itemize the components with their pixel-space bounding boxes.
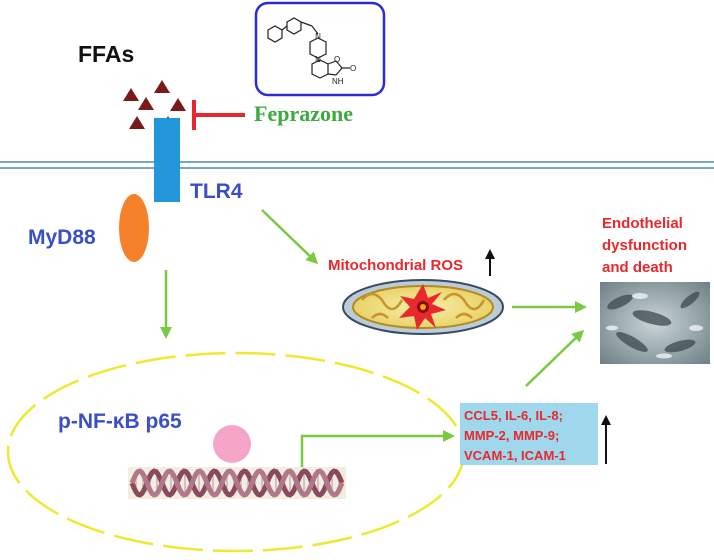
chem-o-text: O (334, 55, 340, 64)
dna-strand (129, 468, 345, 498)
chem-o2-text: O (350, 64, 356, 73)
p65-protein (213, 425, 251, 463)
feprazone-inhibition (192, 100, 245, 130)
chem-nh-text: NH (332, 77, 344, 86)
ffas-label: FFAs (78, 41, 134, 67)
cytokines-box (460, 403, 598, 465)
feprazone-label: Feprazone (254, 101, 353, 126)
ffa-triangle (138, 97, 154, 110)
cytokines-line-3: VCAM-1, ICAM-1 (464, 448, 566, 463)
myd88-shape (119, 194, 149, 262)
ffa-triangle (154, 80, 170, 93)
arrow-tlr4-to-ros (261, 209, 319, 265)
mitochondrial-ros-label: Mitochondrial ROS (328, 257, 463, 274)
signal-arrows (160, 209, 587, 470)
arrow-cytokines-to-endothelial (525, 329, 585, 387)
feprazone-structure: N N O O NH (254, 1, 386, 97)
endothelial-cells-image (600, 282, 710, 364)
myd88-label: MyD88 (28, 226, 96, 249)
endothelial-label-3: and death (602, 259, 673, 276)
dna-helix (128, 467, 346, 499)
cell-membrane (0, 161, 714, 169)
cytokines-line-1: CCL5, IL-6, IL-8; (464, 408, 563, 423)
nfkb-p65-label: p-NF-κB p65 (58, 410, 182, 433)
arrow-dna-to-cytokines (300, 430, 455, 470)
mitochondrion-image (342, 279, 504, 335)
tlr4-receptor (154, 118, 180, 202)
tlr4-label: TLR4 (190, 180, 243, 203)
ffa-triangle (129, 116, 145, 129)
chem-n2-text: N (315, 55, 321, 64)
ffa-triangle (123, 88, 139, 101)
endothelial-label-2: dysfunction (602, 237, 687, 254)
cytokines-line-2: MMP-2, MMP-9; (464, 428, 559, 443)
chem-n1-text: N (315, 32, 321, 41)
endothelial-label-1: Endothelial (602, 215, 683, 232)
ffa-triangle (170, 98, 186, 111)
